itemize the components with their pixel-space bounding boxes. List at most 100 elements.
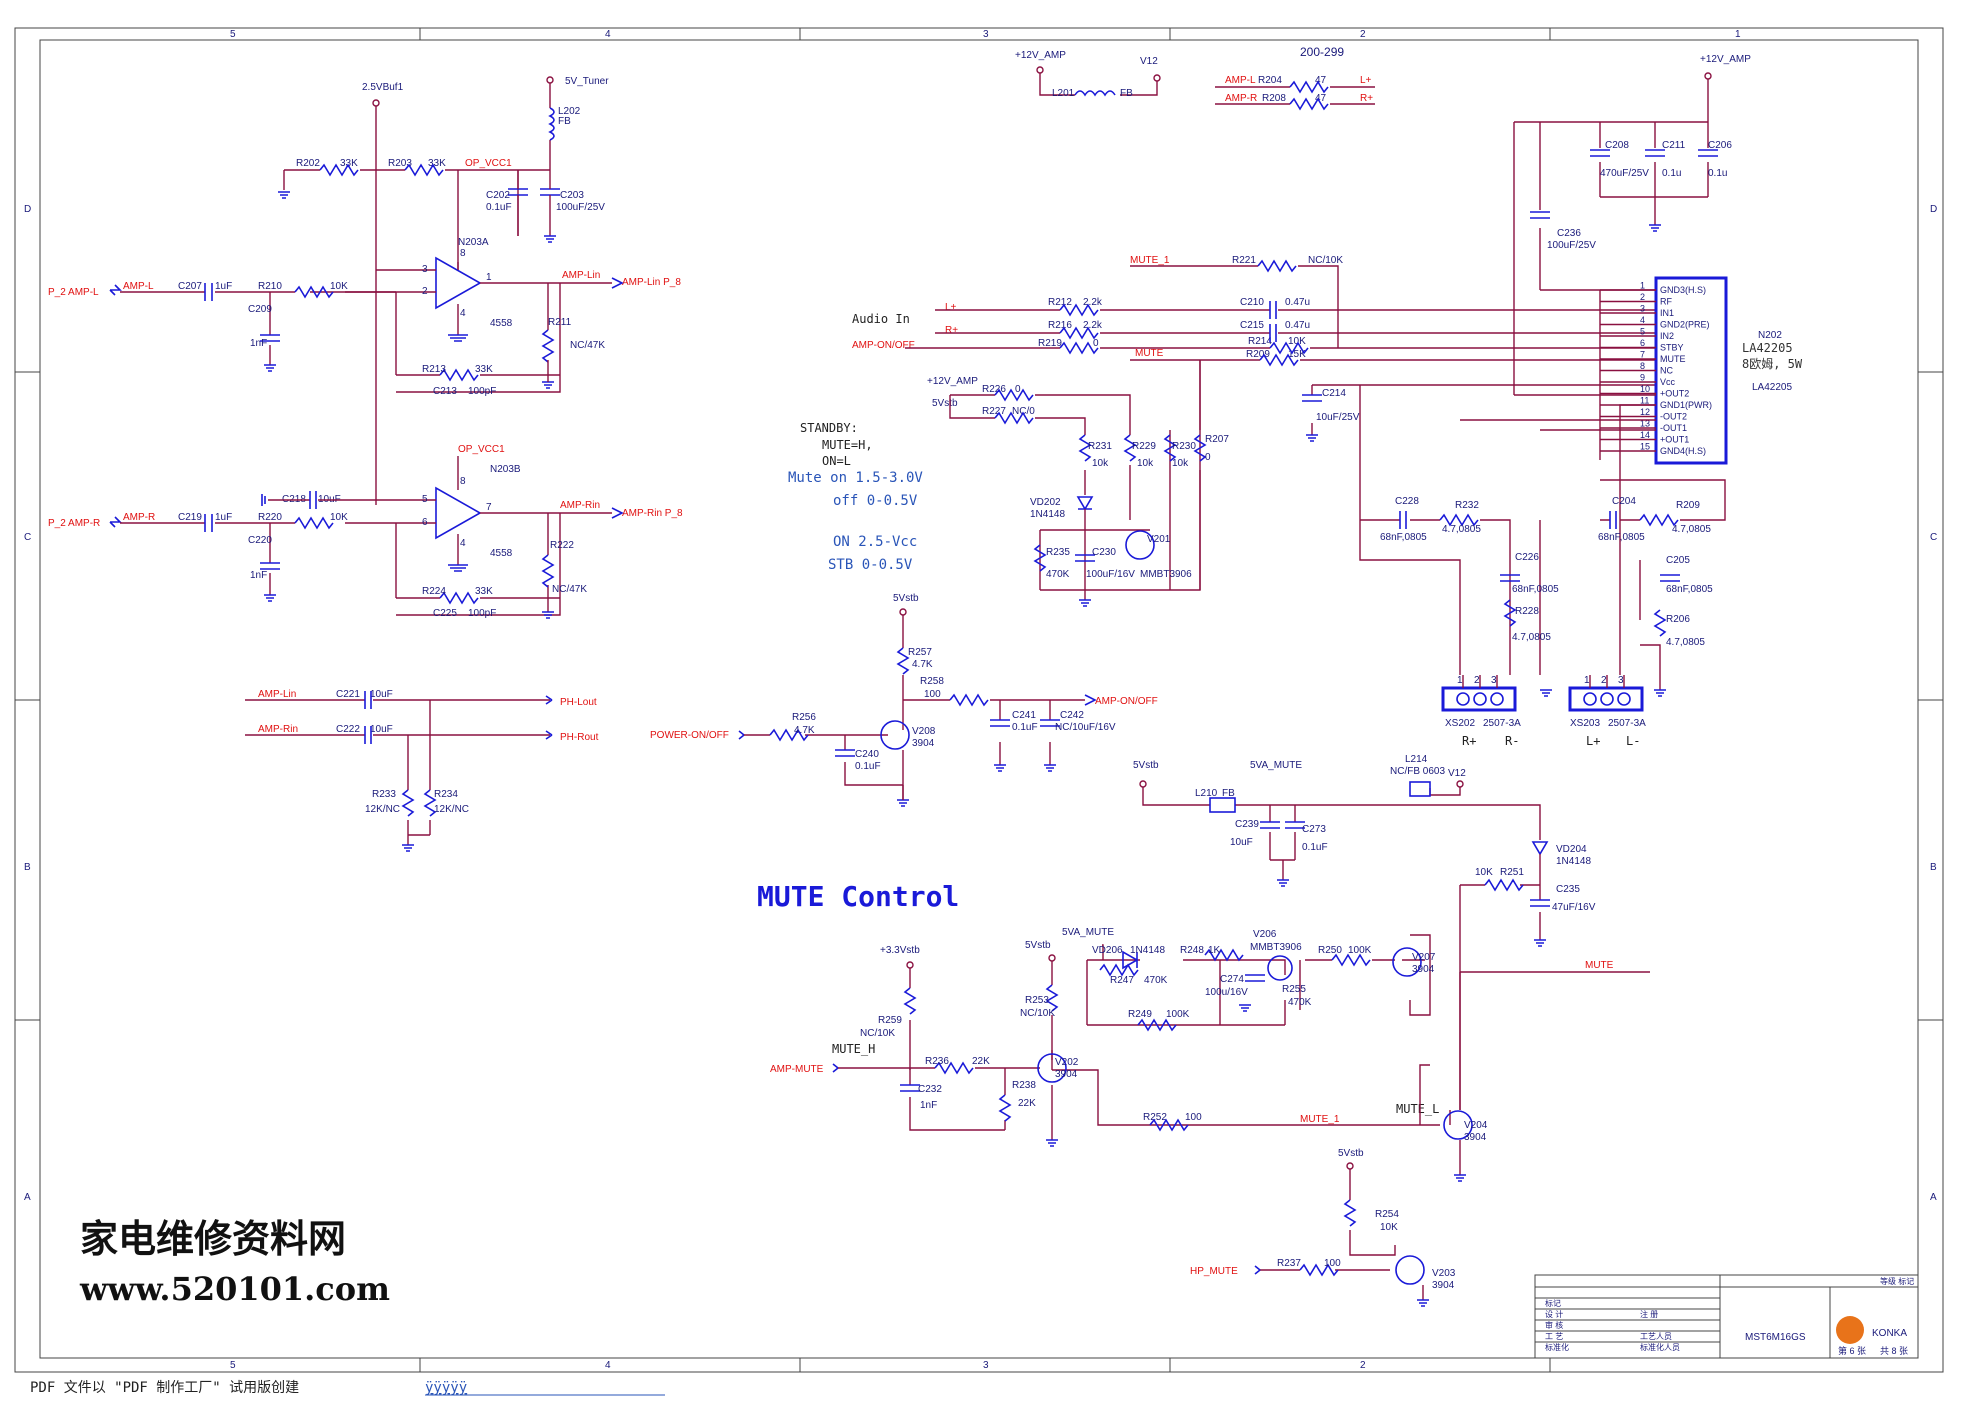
schematic-label: NC/10K <box>1308 255 1343 266</box>
svg-text:4: 4 <box>460 538 466 549</box>
schematic-label: 15K <box>1288 349 1306 360</box>
schematic-label: R250 <box>1318 945 1342 956</box>
schematic-label: 4558 <box>490 318 513 329</box>
la-pin-number: 1 <box>1640 281 1645 291</box>
schematic-label: NC/10K <box>860 1028 895 1039</box>
schematic-label: C213 <box>433 386 457 397</box>
schematic-label: C211 <box>1662 140 1686 151</box>
la-pin-number: 5 <box>1640 327 1645 337</box>
schematic-label: R236 <box>925 1056 949 1067</box>
schematic-label: R257 <box>908 647 932 658</box>
la-pin-name: +OUT2 <box>1660 389 1689 399</box>
svg-text:7: 7 <box>486 502 492 513</box>
la-pin-name: GND1(PWR) <box>1660 400 1712 410</box>
schematic-label: +3.3Vstb <box>880 945 920 956</box>
svg-text:3: 3 <box>422 264 428 275</box>
footer-text: PDF 文件以 "PDF 制作工厂" 试用版创建 <box>30 1380 299 1396</box>
schematic-label: C207 <box>178 281 202 292</box>
schematic-label: 10k <box>1172 458 1189 469</box>
schematic-label: 100u/16V <box>1205 987 1248 998</box>
schematic-label: R216 <box>1048 320 1072 331</box>
schematic-label: ON=L <box>822 454 851 468</box>
schematic-label: C239 <box>1235 819 1259 830</box>
schematic-label: R211 <box>548 317 572 328</box>
schematic-label: 100uF/25V <box>556 202 605 213</box>
schematic-label: 10uF <box>370 724 393 735</box>
schematic-label: V201 <box>1147 534 1171 545</box>
schematic-label: 5VA_MUTE <box>1062 927 1114 938</box>
schematic-label: 3904 <box>912 738 935 749</box>
schematic-label: 4 <box>605 1360 611 1371</box>
schematic-label: C222 <box>336 724 360 735</box>
schematic-label: C204 <box>1612 496 1636 507</box>
schematic-label: 10K <box>1380 1222 1398 1233</box>
schematic-label: V12 <box>1140 56 1158 67</box>
schematic-label: VD202 <box>1030 497 1061 508</box>
schematic-label: 标准化人员 <box>1640 1342 1680 1352</box>
schematic-label: 68nF,0805 <box>1666 584 1713 595</box>
schematic-label: R209 <box>1676 500 1700 511</box>
schematic-label: R212 <box>1048 297 1072 308</box>
schematic-label: 100uF/25V <box>1547 240 1596 251</box>
schematic-label: 12K/NC <box>434 804 469 815</box>
schematic-label: AMP-ON/OFF <box>1095 696 1158 707</box>
schematic-label: 2.2k <box>1083 320 1103 331</box>
schematic-label: PH-Rout <box>560 732 599 743</box>
grid-marks <box>15 28 1943 1372</box>
schematic-label: 4558 <box>490 548 513 559</box>
schematic-label: MMBT3906 <box>1140 569 1192 580</box>
schematic-label: AMP-Rin P_8 <box>622 508 683 519</box>
schematic-label: C230 <box>1092 547 1116 558</box>
schematic-label: R232 <box>1455 500 1479 511</box>
schematic-label: 设 计 <box>1545 1309 1563 1319</box>
schematic-label: 10K <box>330 512 348 523</box>
schematic-label: 0.1u <box>1662 168 1681 179</box>
schematic-label: 1 <box>1735 29 1741 40</box>
schematic-label: AMP-R <box>123 512 155 523</box>
schematic-label: C242 <box>1060 710 1084 721</box>
schematic-label: 470K <box>1144 975 1168 986</box>
schematic-label: 1nF <box>250 570 267 581</box>
schematic-label: 0.1uF <box>1302 842 1328 853</box>
schematic-label: R207 <box>1205 434 1229 445</box>
schematic-label: N203A <box>458 237 489 248</box>
schematic-label: R258 <box>920 676 944 687</box>
svg-text:8: 8 <box>460 248 466 259</box>
schematic-label: R251 <box>1500 867 1524 878</box>
schematic-label: R248 <box>1180 945 1204 956</box>
schematic-label: MUTE_H <box>832 1042 875 1056</box>
schematic-label: STB 0-0.5V <box>828 557 913 573</box>
schematic-label: R+ <box>945 325 958 336</box>
schematic-label: FB <box>1120 88 1133 99</box>
schematic-label: 2507-3A <box>1483 718 1521 729</box>
schematic-label: NC/10uF/16V <box>1055 722 1116 733</box>
schematic-label: R208 <box>1262 93 1286 104</box>
schematic-label: 68nF,0805 <box>1598 532 1645 543</box>
schematic-label: L210 <box>1195 788 1218 799</box>
schematic-label: 100 <box>1185 1112 1202 1123</box>
schematic-label: 4.7,0805 <box>1672 524 1711 535</box>
schematic-label: 3 <box>1491 675 1497 686</box>
schematic-label: 10K <box>1288 336 1306 347</box>
schematic-label: R235 <box>1046 547 1070 558</box>
schematic-label: C221 <box>336 689 360 700</box>
schematic-label: R254 <box>1375 1209 1399 1220</box>
schematic-label: 470K <box>1046 569 1070 580</box>
schematic-label: R206 <box>1666 614 1690 625</box>
schematic-label: 100pF <box>468 386 496 397</box>
schematic-label: 68nF,0805 <box>1512 584 1559 595</box>
schematic-label: 100uF/16V <box>1086 569 1135 580</box>
schematic-label: 47uF/16V <box>1552 902 1596 913</box>
la-pin-number: 3 <box>1640 304 1645 314</box>
schematic-label: 1nF <box>920 1100 937 1111</box>
title-block: 标记 设 计 审 核 工 艺 标准化 注 册 工艺人员 标准化人员 等级 标记 … <box>1534 1274 1919 1359</box>
svg-text:2: 2 <box>422 286 428 297</box>
schematic-label: D <box>1930 204 1937 215</box>
schematic-label: 2507-3A <box>1608 718 1646 729</box>
